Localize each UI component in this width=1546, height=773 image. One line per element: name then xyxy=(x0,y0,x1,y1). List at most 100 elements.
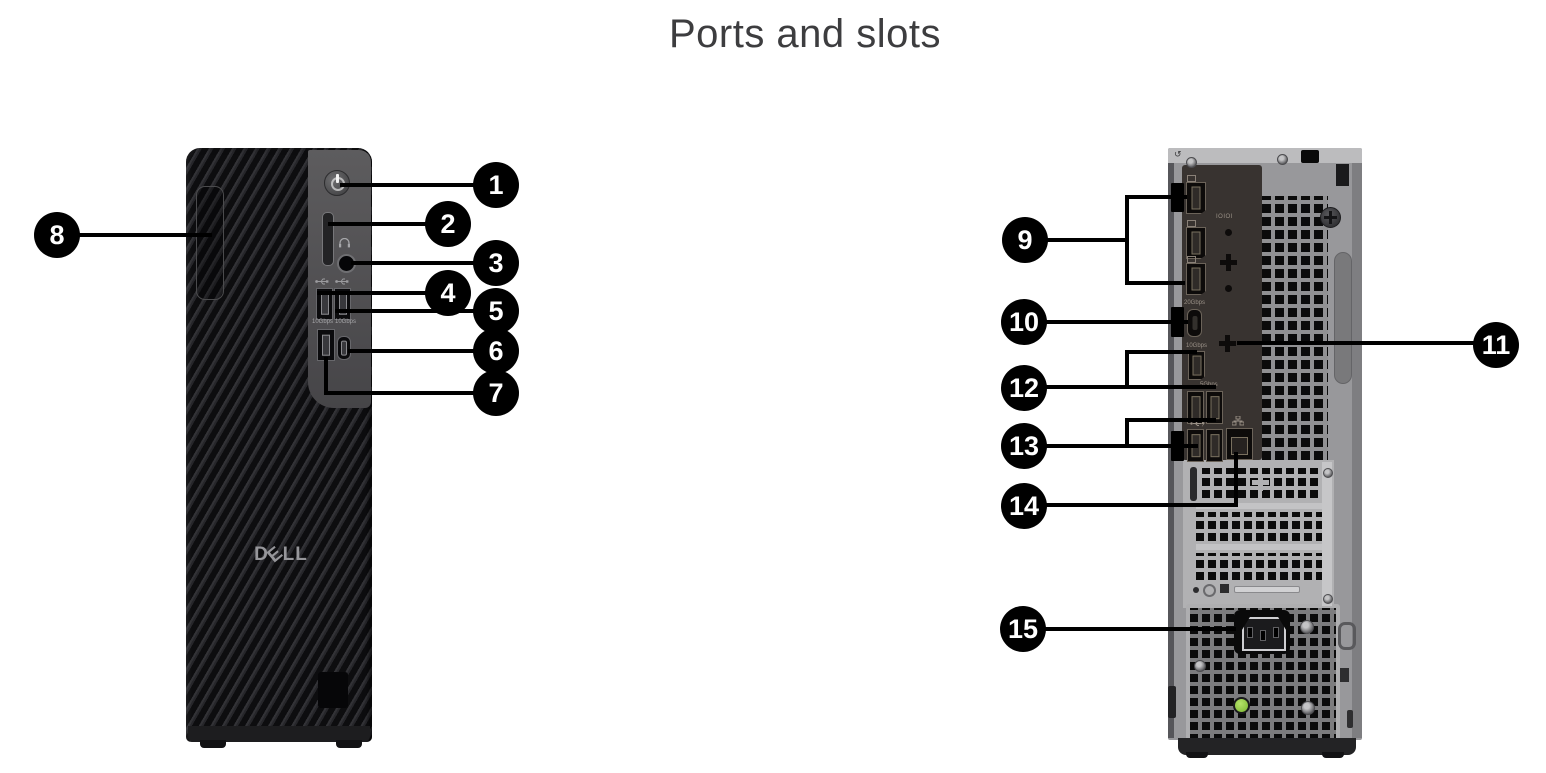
usb-10gbps-label: 10Gbps xyxy=(312,319,334,325)
screw-hole xyxy=(1193,587,1199,593)
usb-c-20gbps-port xyxy=(1187,309,1202,337)
slot-divider xyxy=(1196,503,1326,509)
displayport-2 xyxy=(1186,227,1206,259)
screw xyxy=(1186,157,1197,168)
callout-line-14 xyxy=(1046,503,1238,507)
usb-a-port-upper-right xyxy=(1206,391,1223,424)
slot-bracket-tab xyxy=(1190,467,1197,501)
usb-2-port-left xyxy=(316,288,333,320)
callout-1: 1 xyxy=(473,162,519,208)
serial-port-label: IOIOI xyxy=(1216,214,1233,220)
rear-handle-recess xyxy=(1334,252,1352,384)
callout-12: 12 xyxy=(1001,365,1047,411)
rear-tower-base xyxy=(1178,738,1356,755)
padlock-ring xyxy=(1203,584,1216,597)
callout-line-3 xyxy=(351,261,496,265)
callout-line-9 xyxy=(1047,238,1128,242)
kensington-slot xyxy=(1168,686,1176,718)
line-end-tab xyxy=(1171,183,1184,212)
callout-line-9-top xyxy=(1125,195,1187,199)
callout-line-11 xyxy=(1237,341,1474,345)
callout-line-6 xyxy=(348,349,496,353)
cable-clip xyxy=(1301,150,1319,163)
callout-line-7 xyxy=(324,391,496,395)
callout-line-13-top xyxy=(1125,418,1216,422)
sd-card-slot xyxy=(322,212,334,266)
release-latch-icon: ↺ xyxy=(1174,149,1182,159)
callout-line-9-bottom xyxy=(1125,281,1185,285)
usb-10gbps-label: 10Gbps xyxy=(335,319,357,325)
slot-divider xyxy=(1196,544,1326,550)
line-end-tab xyxy=(1171,307,1184,337)
screw xyxy=(1277,154,1288,165)
callout-line-5 xyxy=(335,309,496,313)
rear-vent-slot xyxy=(1336,164,1349,186)
lock-tab xyxy=(1340,668,1349,682)
rear-right-edge xyxy=(1352,163,1362,738)
usb-c-20gbps-label: 20Gbps xyxy=(1184,300,1206,306)
power-connector xyxy=(1234,610,1290,654)
front-service-hatch xyxy=(318,672,348,708)
callout-line-1 xyxy=(340,183,496,187)
expansion-slot-2-vent xyxy=(1196,512,1326,541)
callout-7: 7 xyxy=(473,370,519,416)
callout-line-13-bracket xyxy=(1125,418,1129,448)
rear-foot-left xyxy=(1186,752,1208,758)
headset-icon xyxy=(339,238,350,248)
square-knockout xyxy=(1220,584,1229,593)
thumbscrew xyxy=(1320,207,1341,228)
page-title: Ports and slots xyxy=(668,12,942,56)
slot-plus-knockout xyxy=(1252,474,1269,491)
displayport-icon xyxy=(1187,175,1196,182)
security-slot xyxy=(1347,710,1353,728)
front-foot-left xyxy=(200,740,226,748)
callout-line-14-vertical xyxy=(1234,452,1238,507)
callout-5: 5 xyxy=(473,288,519,334)
ethernet-icon xyxy=(1232,416,1244,426)
optical-drive-bay xyxy=(196,186,224,300)
usb-icon xyxy=(315,278,329,285)
callout-6: 6 xyxy=(473,328,519,374)
rear-top-strip xyxy=(1168,148,1362,163)
callout-13: 13 xyxy=(1001,423,1047,469)
callout-4: 4 xyxy=(425,270,471,316)
usb-icon xyxy=(335,278,349,285)
callout-line-12-bracket xyxy=(1125,350,1129,389)
line-end-tab xyxy=(1171,431,1184,461)
knockout-hole xyxy=(1225,229,1232,236)
callout-15: 15 xyxy=(1000,606,1046,652)
callout-line-4 xyxy=(317,291,448,295)
usb-port-single xyxy=(1188,351,1205,380)
usb-c-port xyxy=(337,336,351,360)
knockout-hole xyxy=(1225,285,1232,292)
callout-11: 11 xyxy=(1473,322,1519,368)
callout-3: 3 xyxy=(473,240,519,286)
ethernet-port xyxy=(1226,428,1253,460)
callout-2: 2 xyxy=(425,201,471,247)
front-tower-base xyxy=(188,726,370,742)
screw xyxy=(1301,701,1315,715)
callout-line-2 xyxy=(328,222,448,226)
callout-line-9-bracket xyxy=(1125,195,1129,285)
displayport-icon xyxy=(1187,220,1196,227)
rear-vent-grid xyxy=(1262,196,1328,460)
padlock-loop xyxy=(1338,622,1356,650)
psu-status-led xyxy=(1233,697,1250,714)
displayport-3 xyxy=(1186,263,1206,295)
screw xyxy=(1323,468,1333,478)
callout-line-7-vertical xyxy=(324,357,328,394)
screw xyxy=(1323,594,1333,604)
optional-port-knockout xyxy=(1219,335,1236,352)
displayport-icon xyxy=(1187,256,1196,263)
dell-logo: DELL xyxy=(254,542,308,568)
callout-line-10 xyxy=(1046,320,1188,324)
rear-foot-right xyxy=(1322,752,1344,758)
expansion-slot-3-vent xyxy=(1196,553,1326,580)
usb-10gbps-label: 10Gbps xyxy=(1186,343,1208,349)
callout-10: 10 xyxy=(1001,299,1047,345)
thin-slot xyxy=(1234,586,1300,593)
front-foot-right xyxy=(336,740,362,748)
callout-line-8 xyxy=(57,233,212,237)
screw xyxy=(1300,620,1314,634)
